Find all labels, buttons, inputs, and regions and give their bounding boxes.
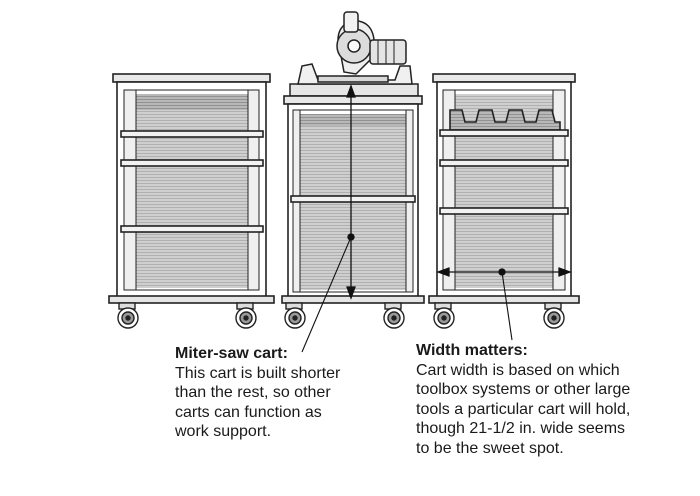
left-cart-panel xyxy=(136,94,248,288)
left-cart xyxy=(108,73,275,304)
miter-leader-line xyxy=(301,236,352,353)
right-cart-shelves xyxy=(439,129,569,215)
width-caption-line: though 21-1/2 in. wide seems xyxy=(416,420,626,437)
caster-wheel-icon xyxy=(235,302,257,329)
left-cart-base xyxy=(108,295,275,304)
right-cart-top xyxy=(432,73,576,83)
caster-wheel-icon xyxy=(383,302,405,329)
width-caption-line: toolbox systems or other large xyxy=(416,381,631,398)
left-cart-casters xyxy=(117,302,257,329)
saw-handle xyxy=(343,11,359,33)
miter-saw xyxy=(289,11,419,97)
middle-cart-base xyxy=(281,295,425,304)
width-matters-caption: Width matters: Cart width is based on wh… xyxy=(416,341,696,458)
width-caption-line: to be the sweet spot. xyxy=(416,439,564,457)
width-caption-line: Cart width is based on which xyxy=(416,361,620,379)
miter-caption-line: than the rest, so other xyxy=(175,384,331,401)
right-cart xyxy=(428,73,580,304)
miter-caption-line: This cart is built shorter xyxy=(175,364,341,382)
left-cart-top xyxy=(112,73,271,83)
width-caption-title: Width matters: xyxy=(416,342,528,359)
miter-caption-line: work support. xyxy=(175,423,272,440)
caster-wheel-icon xyxy=(433,302,455,329)
miter-saw-cart-caption: Miter-saw cart: This cart is built short… xyxy=(175,344,415,442)
toolbox-profile xyxy=(449,109,561,131)
right-cart-casters xyxy=(433,302,565,329)
miter-caption-title: Miter-saw cart: xyxy=(175,345,288,362)
width-caption-line: tools a particular cart will hold, xyxy=(416,400,631,418)
saw-motor xyxy=(369,39,407,65)
caster-wheel-icon xyxy=(284,302,306,329)
miter-caption-line: carts can function as xyxy=(175,403,322,421)
caster-wheel-icon xyxy=(543,302,565,329)
width-leader-line xyxy=(501,271,513,341)
middle-cart xyxy=(281,95,425,304)
left-cart-shelves xyxy=(120,130,264,233)
caster-wheel-icon xyxy=(117,302,139,329)
middle-cart-shelf xyxy=(290,195,416,203)
right-cart-base xyxy=(428,295,580,304)
middle-cart-casters xyxy=(284,302,405,329)
width-dimension-arrow xyxy=(436,267,572,277)
